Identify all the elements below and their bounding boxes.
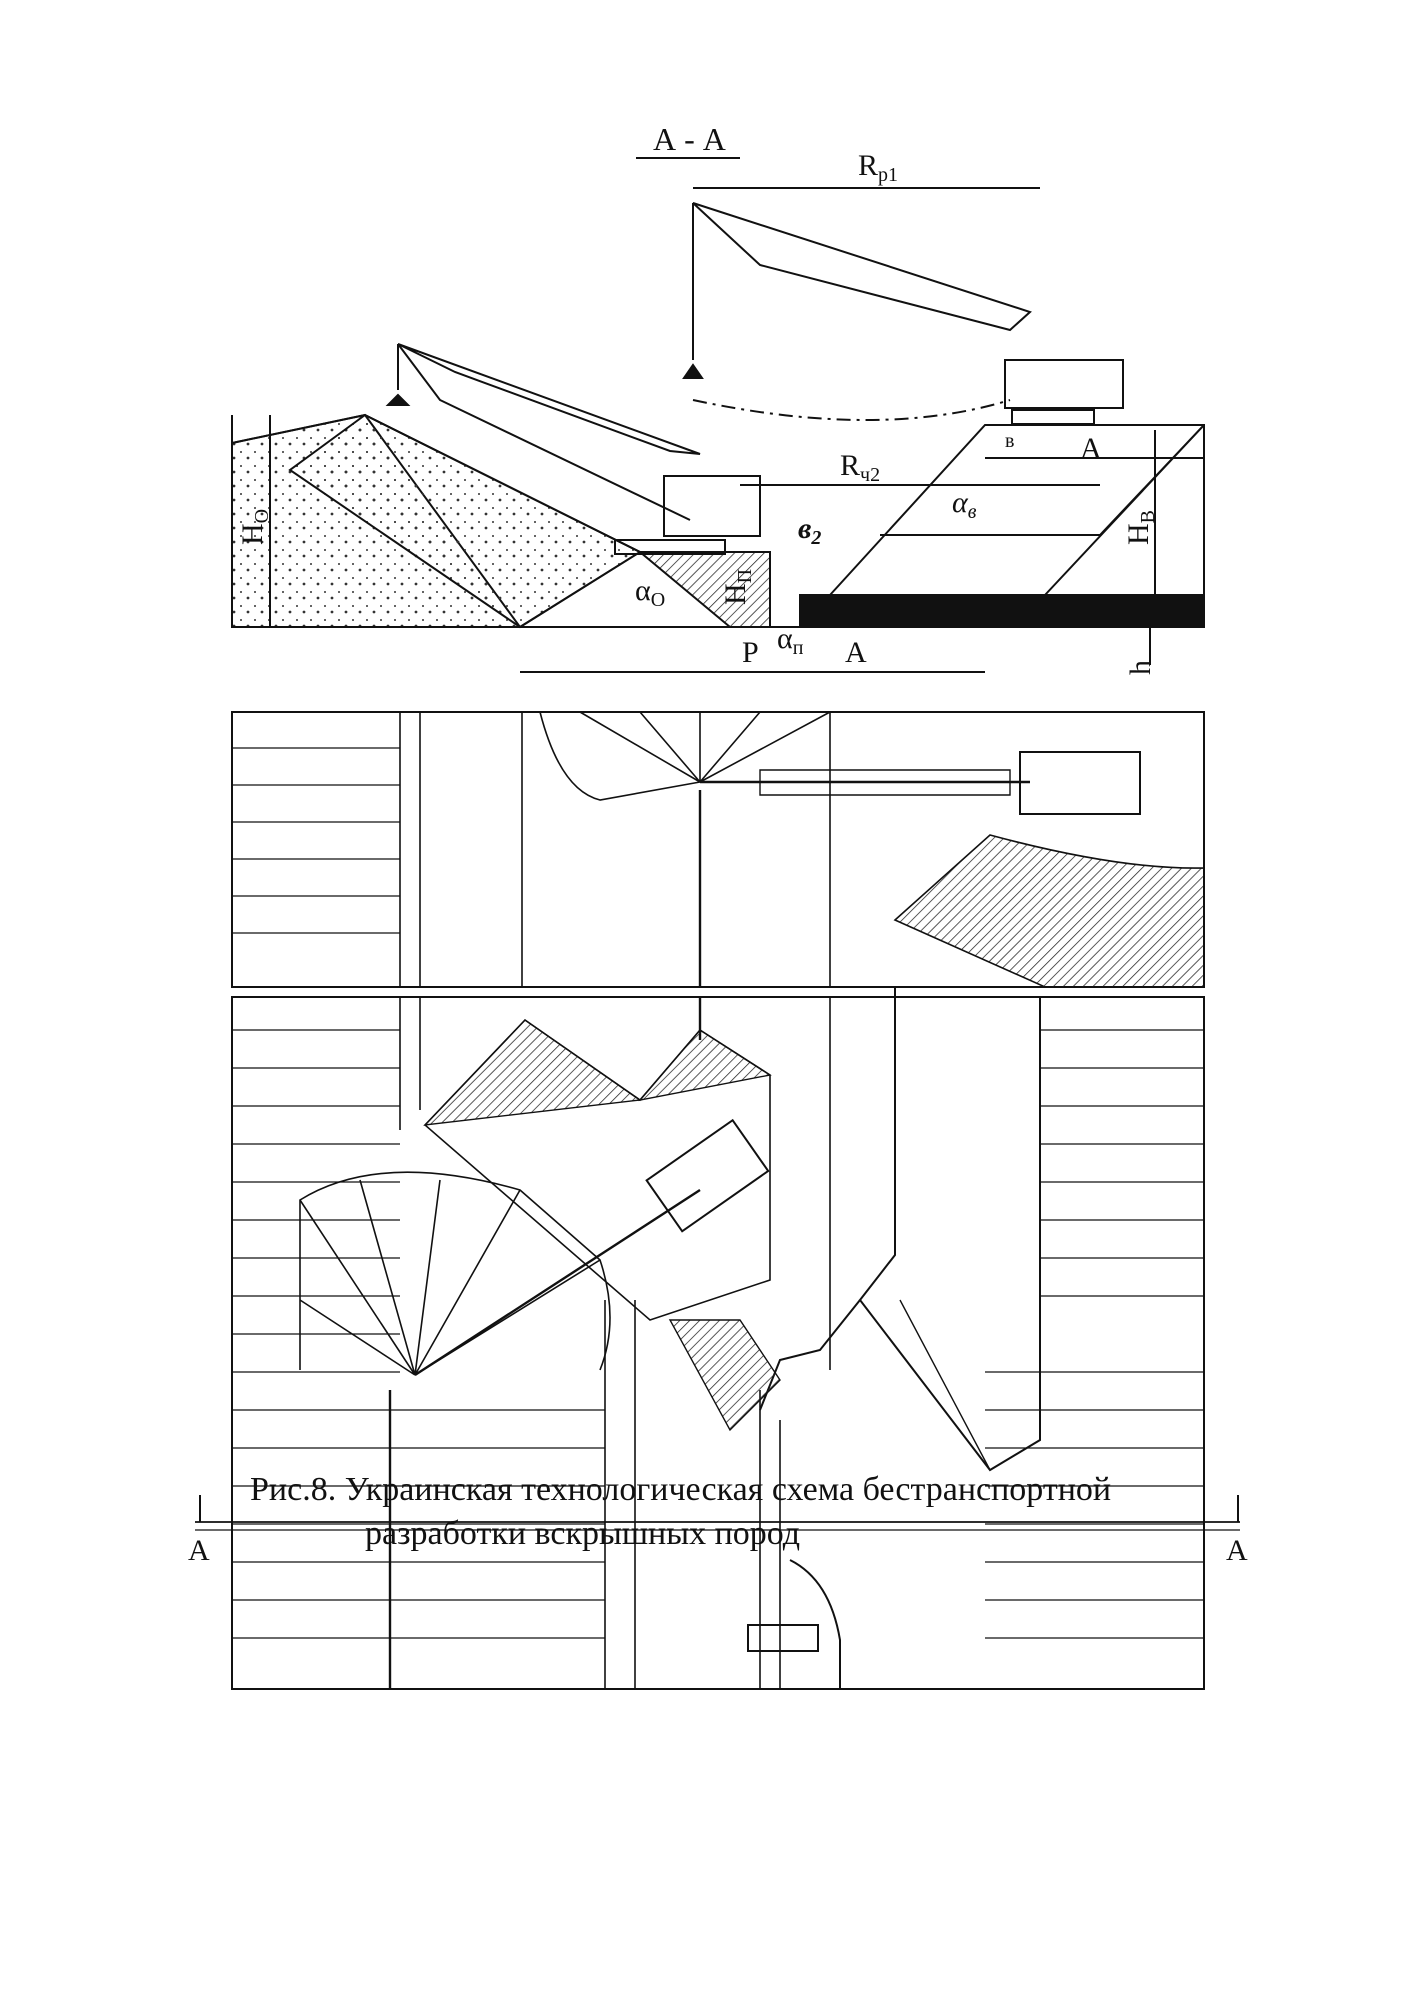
- label-alpha-v: αв: [952, 486, 977, 523]
- label-h: h: [1124, 660, 1157, 675]
- label-b: в: [1005, 430, 1014, 452]
- cut-label-left: А: [188, 1534, 210, 1567]
- label-hv: HB: [1122, 510, 1159, 545]
- caption-line-1: Рис.8. Украинская технологическая схема …: [250, 1471, 1112, 1508]
- plan-view: А А: [188, 711, 1248, 1690]
- hatched-bench: [637, 551, 771, 628]
- label-b2: в2: [798, 512, 821, 549]
- label-alpha-p: αп: [777, 622, 804, 659]
- label-alpha-o: αO: [635, 574, 665, 611]
- label-a-top: А: [1080, 432, 1102, 465]
- dragline-plan-top: [1019, 751, 1141, 815]
- dragline-plan-mid: [645, 1118, 770, 1233]
- excavator-plan: [747, 1624, 819, 1652]
- section-view: А - А: [231, 121, 1205, 675]
- figure-caption: Рис.8. Украинская технологическая схема …: [250, 1468, 1250, 1556]
- label-p: Р: [742, 636, 759, 669]
- label-hp: HП: [719, 569, 756, 605]
- label-rp1: Rp1: [858, 149, 898, 186]
- label-h0: HO: [236, 509, 273, 545]
- caption-line-2: разработки вскрышных пород: [365, 1515, 801, 1552]
- section-title: А - А: [653, 121, 726, 157]
- coal-seam: [799, 594, 1205, 628]
- cut-label-right: А: [1226, 1534, 1248, 1567]
- label-rch2: Rч2: [840, 449, 880, 486]
- label-a-bottom: А: [845, 636, 867, 669]
